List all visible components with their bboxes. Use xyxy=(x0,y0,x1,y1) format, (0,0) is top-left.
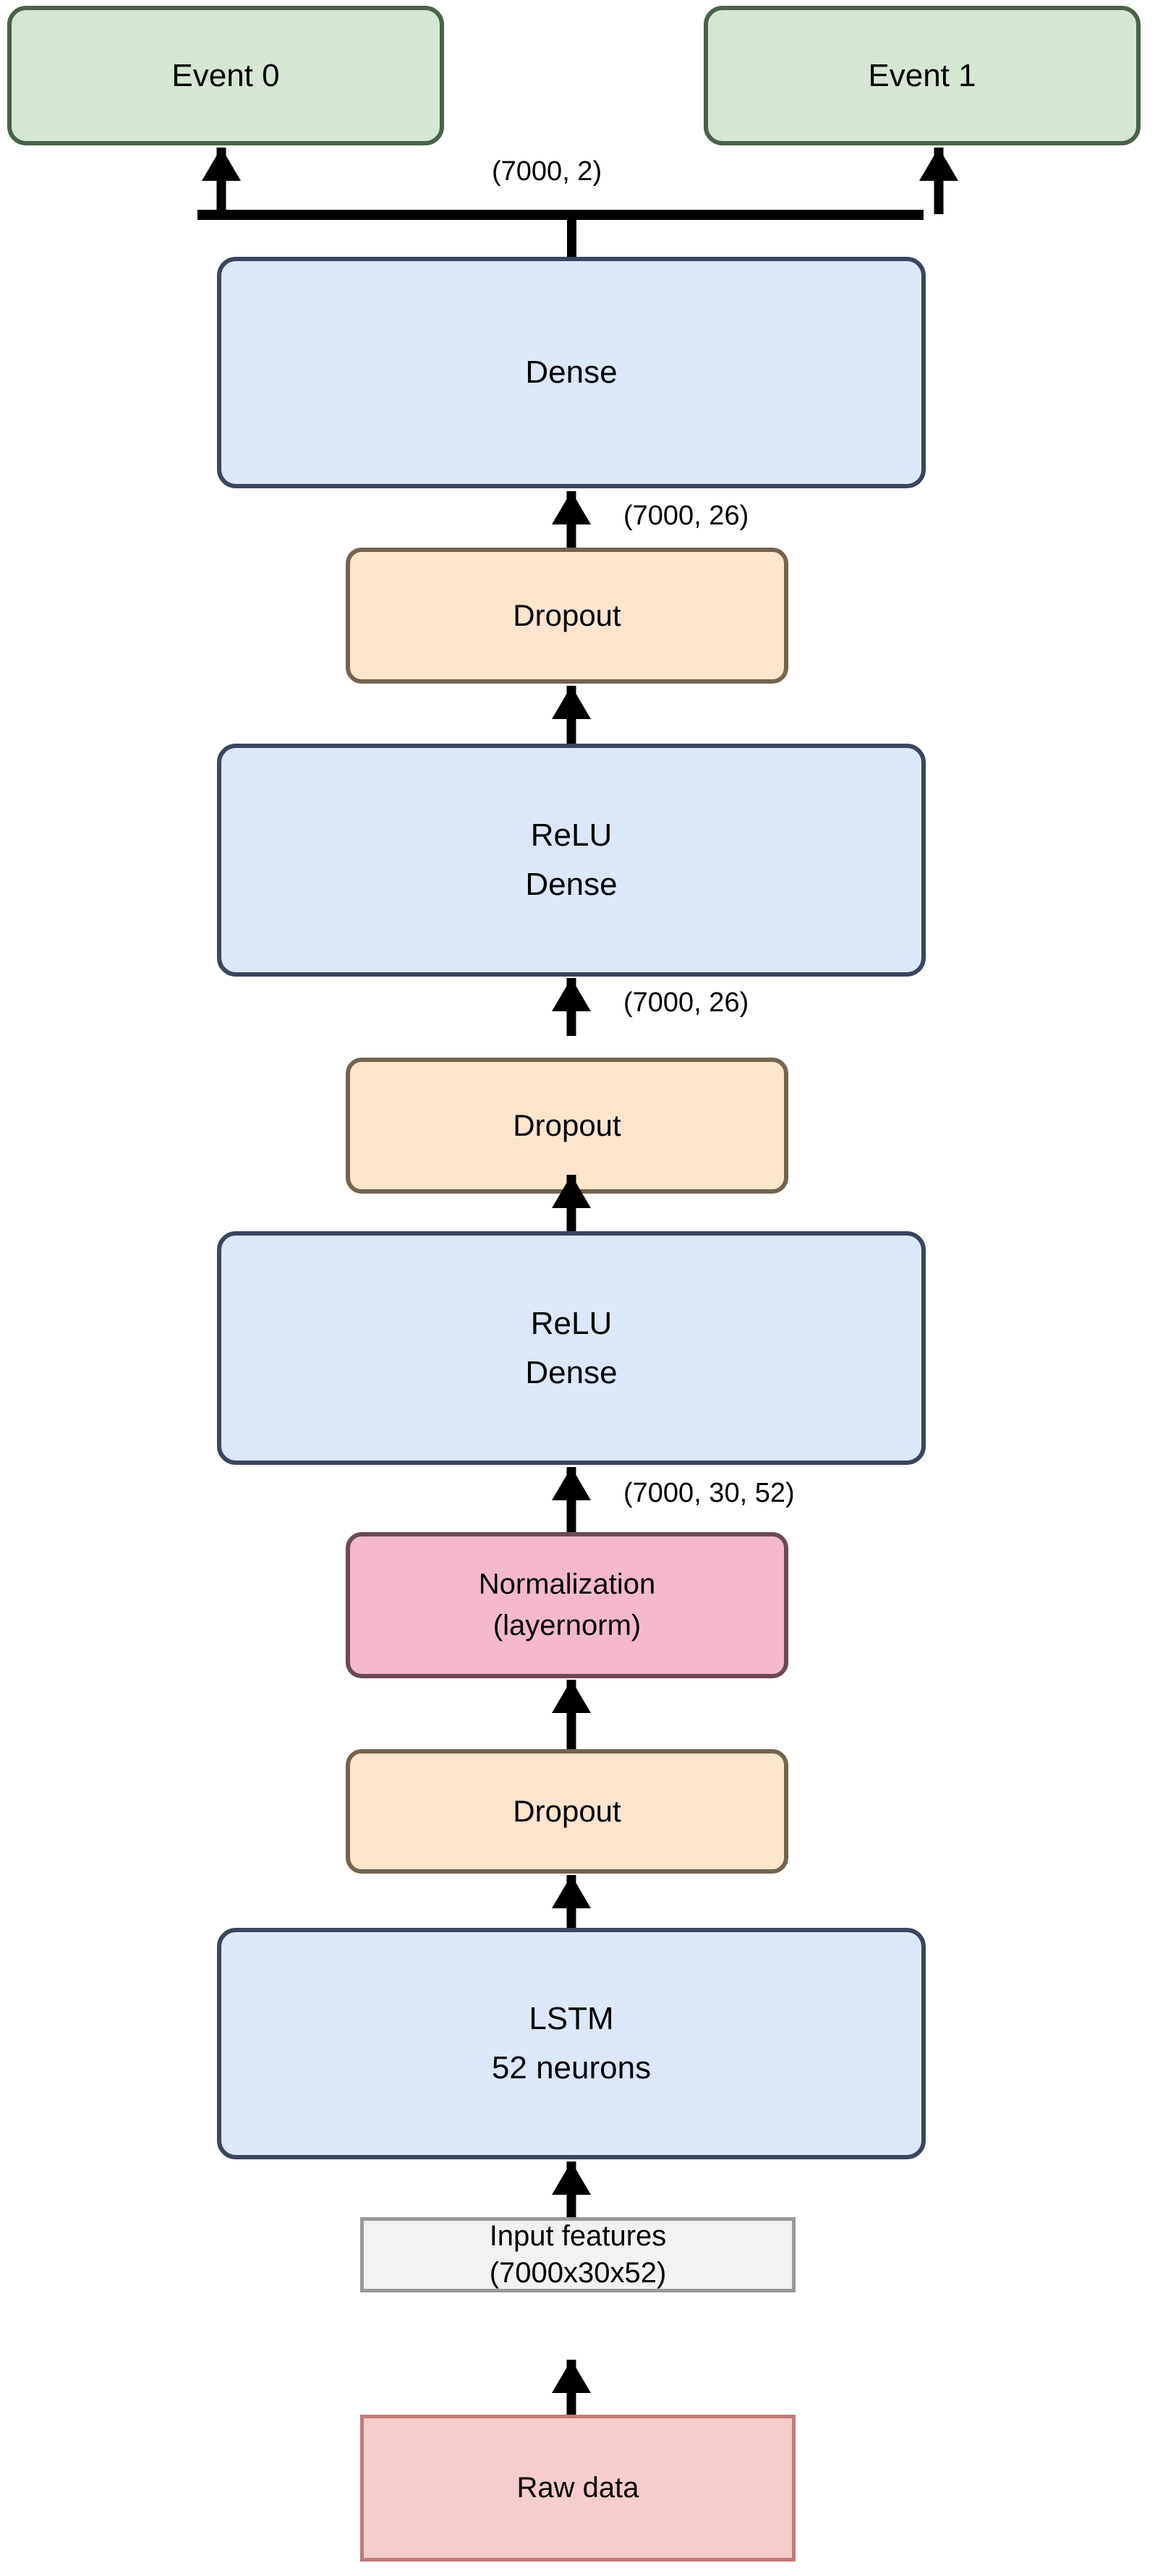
node-relu-dense-2-line-2: Dense xyxy=(525,867,618,902)
node-relu-dense-1-line-1: ReLU xyxy=(530,1305,613,1341)
node-dense-output-label: Dense xyxy=(525,354,618,391)
node-normalization-line-2: (layernorm) xyxy=(493,1610,642,1641)
node-raw-data-label: Raw data xyxy=(516,2471,639,2504)
edge-label-to-events: (7000, 2) xyxy=(492,156,602,187)
node-relu-dense-2[interactable]: ReLU Dense xyxy=(217,744,926,977)
node-input-features-line-2: (7000x30x52) xyxy=(489,2257,667,2289)
node-event-0-label: Event 0 xyxy=(171,57,280,93)
arrow-to-lstm xyxy=(552,2161,591,2218)
node-raw-data[interactable]: Raw data xyxy=(360,2415,796,2562)
node-dropout-2-label: Dropout xyxy=(513,1108,621,1143)
node-input-features[interactable]: Input features (7000x30x52) xyxy=(360,2217,796,2292)
node-relu-dense-2-line-1: ReLU xyxy=(530,817,613,854)
node-lstm-line-2: 52 neurons xyxy=(491,2050,652,2086)
branch-bar xyxy=(197,210,924,220)
node-dropout-2[interactable]: Dropout xyxy=(346,1058,788,1194)
node-dropout-1[interactable]: Dropout xyxy=(346,1749,788,1874)
node-event-1[interactable]: Event 1 xyxy=(704,6,1141,145)
edge-label-to-relu-dense-2: (7000, 26) xyxy=(623,987,749,1018)
arrow-to-event-1 xyxy=(919,148,958,214)
arrow-to-dense-output xyxy=(552,491,591,548)
arrow-to-event-0 xyxy=(202,148,241,214)
node-lstm-line-1: LSTM xyxy=(529,2001,614,2037)
node-dropout-3-label: Dropout xyxy=(513,598,621,633)
node-dropout-3[interactable]: Dropout xyxy=(346,548,788,684)
branch-stem xyxy=(567,210,576,257)
arrow-to-relu-dense-2 xyxy=(552,978,591,1036)
arrow-to-dropout-2 xyxy=(552,1175,591,1233)
node-normalization[interactable]: Normalization (layernorm) xyxy=(346,1532,788,1678)
node-event-0[interactable]: Event 0 xyxy=(7,6,444,145)
node-lstm[interactable]: LSTM 52 neurons xyxy=(217,1928,926,2159)
arrow-to-normalization xyxy=(552,1680,591,1749)
node-dropout-1-label: Dropout xyxy=(513,1794,621,1829)
edge-label-to-dense-output: (7000, 26) xyxy=(623,501,749,531)
node-relu-dense-1[interactable]: ReLU Dense xyxy=(217,1231,926,1465)
arrow-to-input-features xyxy=(552,2360,591,2415)
arrow-to-dropout-1 xyxy=(552,1875,591,1929)
arrow-to-relu-dense-1 xyxy=(552,1467,591,1532)
node-input-features-line-1: Input features xyxy=(489,2219,667,2252)
node-relu-dense-1-line-2: Dense xyxy=(525,1354,618,1390)
node-dense-output[interactable]: Dense xyxy=(217,257,926,488)
node-normalization-line-1: Normalization xyxy=(478,1568,656,1600)
node-event-1-label: Event 1 xyxy=(868,57,976,93)
edge-label-to-relu-dense-1: (7000, 30, 52) xyxy=(623,1478,795,1508)
arrow-to-dropout-3 xyxy=(552,686,591,744)
